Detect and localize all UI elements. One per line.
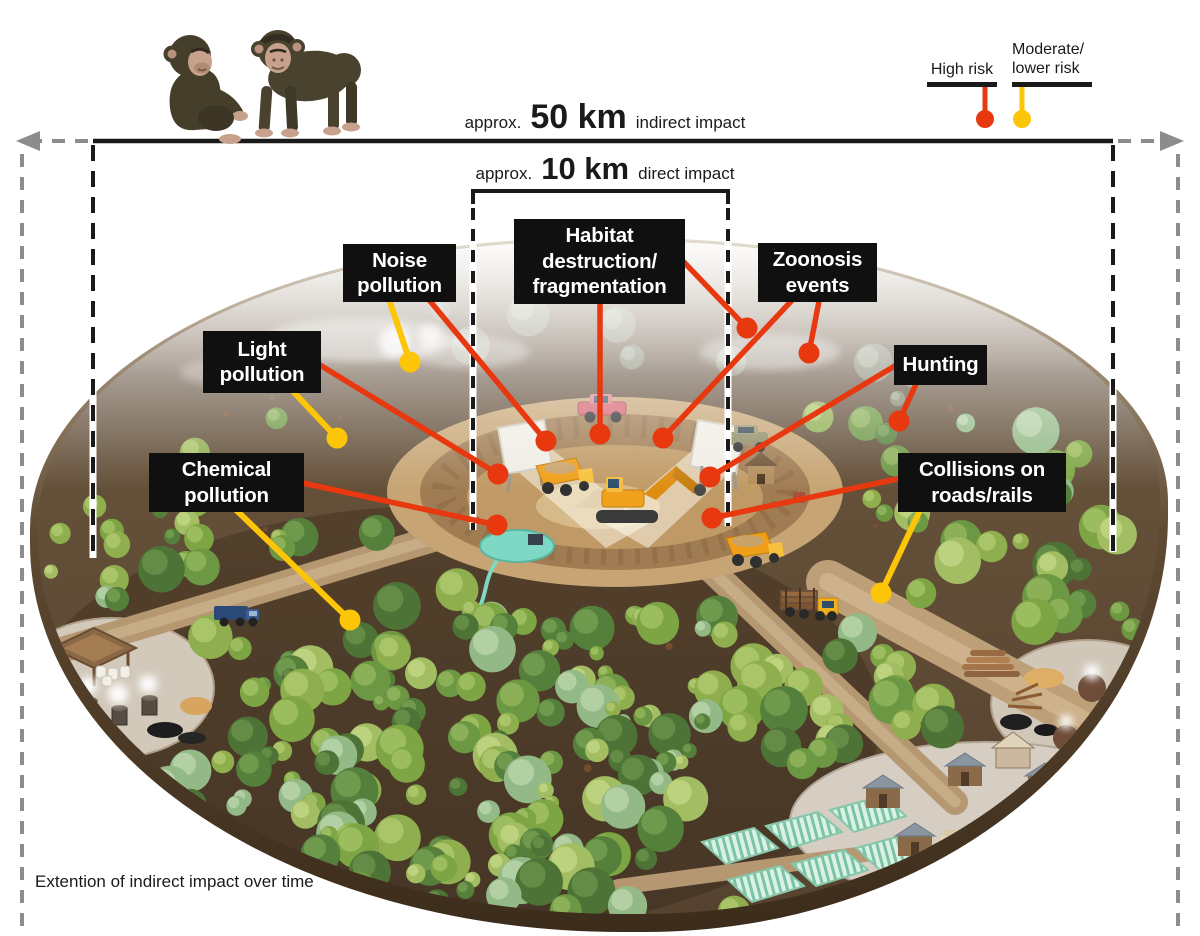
chimpanzees-illustration [163, 30, 361, 144]
risk-dot-habitat-high-2 [736, 317, 758, 339]
risk-dot-chemical-moderate [339, 609, 361, 631]
risk-dot-habitat-high-1 [589, 423, 611, 445]
sawdust-pile [1024, 668, 1064, 688]
charcoal-kilns [81, 695, 158, 726]
scale-10-distance: 10 km [541, 151, 630, 186]
moderate-risk-dots [326, 351, 892, 631]
chimp-standing [251, 30, 361, 138]
risk-dot-zoonosis-high-1 [798, 342, 820, 364]
risk-dot-hunting-high-2 [699, 466, 721, 488]
risk-dot-collisions-moderate [870, 582, 892, 604]
legend-moderate-dot [1013, 110, 1031, 128]
legend-pins [927, 82, 1092, 128]
label-hunting: Hunting [894, 345, 987, 385]
risk-dot-collisions-high [701, 507, 723, 529]
frame-house [990, 731, 1036, 769]
scale-50-prefix: approx. [464, 113, 522, 132]
blue-truck-icon [214, 606, 259, 627]
legend-moderate-risk-label: Moderate/ lower risk [1012, 41, 1085, 78]
leader-light-moderate [285, 383, 340, 441]
moderate-risk-leaders [229, 295, 925, 623]
white-hut [936, 830, 966, 869]
leader-noise-high [422, 293, 549, 443]
leader-collisions-high [711, 475, 903, 521]
scale-bracket-10km [471, 189, 730, 204]
scale-label-10km: approx. 10 km direct impact [455, 151, 755, 187]
scale-label-50km: approx. 50 km indirect impact [450, 98, 760, 137]
scale-10-prefix: approx. [475, 164, 533, 183]
arrow-left-icon [16, 131, 40, 151]
risk-dot-zoonosis-high-2 [652, 427, 674, 449]
village-huts [861, 731, 1097, 869]
high-risk-leaders [297, 256, 921, 528]
leader-habitat-high-2 [678, 256, 749, 330]
structures [49, 452, 1139, 869]
legend-high-dot [976, 110, 994, 128]
scale-10-suffix: direct impact [638, 164, 735, 183]
legend-high-risk-label: High risk [930, 61, 994, 78]
legend-moderate-bar [1012, 82, 1092, 87]
log-stack [962, 650, 1020, 677]
leader-chemical-high [297, 479, 498, 528]
high-risk-dots [486, 317, 910, 536]
legend-high-bar [927, 82, 997, 87]
leader-chemical-moderate [229, 503, 353, 623]
chimp-sitting [163, 35, 248, 144]
dump-truck-icon-2 [725, 531, 784, 568]
leader-collisions-moderate [878, 504, 925, 595]
woodchip-pile [180, 697, 212, 715]
leader-light-high [313, 359, 500, 477]
earth-mounds [1053, 674, 1139, 751]
risk-dot-chemical-high [486, 514, 508, 536]
sack-pile [95, 665, 131, 687]
leader-hunting-high-2 [708, 361, 900, 480]
scale-50-suffix: indirect impact [635, 113, 746, 132]
leader-noise-moderate [385, 295, 413, 363]
arrow-right-icon [1160, 131, 1184, 151]
leader-zoonosis-high-2 [660, 294, 799, 440]
risk-dot-hunting-high-1 [888, 410, 910, 432]
risk-dot-light-moderate [326, 427, 348, 449]
risk-dot-noise-moderate [399, 351, 421, 373]
risk-dot-light-high [487, 463, 509, 485]
logging-truck-icon [780, 588, 839, 621]
charcoal-pile [147, 722, 183, 738]
footnote: Extention of indirect impact over time [35, 872, 314, 891]
risk-dot-noise-high [535, 430, 557, 452]
indirect-extension-frame [20, 139, 1180, 928]
scale-50-distance: 50 km [530, 98, 627, 136]
branch-pile [1007, 682, 1043, 710]
pump-icon [528, 534, 543, 545]
village-track [610, 841, 910, 895]
